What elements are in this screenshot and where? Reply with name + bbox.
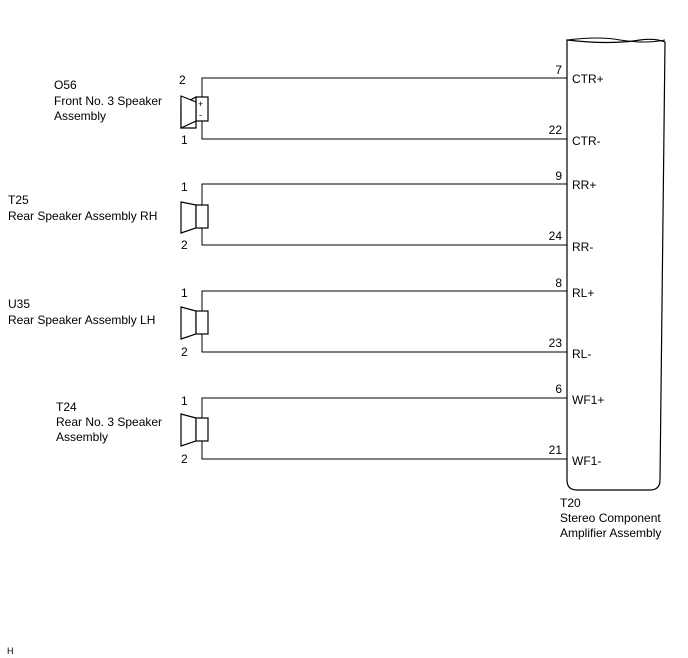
terminal-pin: 9 — [555, 169, 562, 183]
speaker-bottom-pin: 2 — [181, 345, 188, 359]
polarity-minus: - — [199, 110, 202, 120]
terminal-label: RR- — [572, 240, 593, 254]
terminal-label: CTR- — [572, 134, 601, 148]
terminal-pin: 22 — [549, 123, 563, 137]
speaker-top-pin: 1 — [181, 286, 188, 300]
speaker-o56: O56 Front No. 3 Speaker Assembly 2 1 + - — [54, 73, 567, 147]
terminal-label: RL+ — [572, 286, 594, 300]
terminal-pin: 6 — [555, 382, 562, 396]
wire-wf1-plus — [201, 397, 567, 418]
speaker-icon — [180, 95, 209, 129]
polarity-plus: + — [198, 99, 203, 109]
amplifier-name-line: Amplifier Assembly — [560, 526, 661, 540]
speaker-name-line: Front No. 3 Speaker — [54, 94, 162, 108]
terminal-label: WF1- — [572, 454, 601, 468]
speaker-bottom-pin: 1 — [181, 133, 188, 147]
speaker-name-line: Rear No. 3 Speaker — [56, 415, 162, 429]
terminal-pin: 23 — [549, 336, 563, 350]
wire-rr-minus — [201, 228, 567, 246]
terminal-label: RL- — [572, 347, 591, 361]
speaker-name-line: Rear Speaker Assembly LH — [8, 313, 155, 327]
speaker-top-pin: 1 — [181, 180, 188, 194]
speaker-bottom-pin: 2 — [181, 238, 188, 252]
wire-rl-plus — [201, 290, 567, 311]
wire-ctr-plus — [201, 77, 567, 97]
terminal-pin: 24 — [549, 229, 563, 243]
terminal-pin: 21 — [549, 443, 563, 457]
amplifier-break-line — [566, 37, 666, 43]
speaker-code: U35 — [8, 297, 30, 311]
speaker-t24: T24 Rear No. 3 Speaker Assembly 1 2 — [56, 394, 567, 466]
speaker-name-line: Rear Speaker Assembly RH — [8, 209, 157, 223]
speaker-top-pin: 1 — [181, 394, 188, 408]
speaker-name-line: Assembly — [56, 430, 108, 444]
terminal-pin: 7 — [555, 63, 562, 77]
terminal-label: WF1+ — [572, 393, 604, 407]
speaker-code: T25 — [8, 193, 29, 207]
terminal-label: CTR+ — [572, 72, 604, 86]
wire-rr-plus — [201, 183, 567, 205]
speaker-icon — [180, 413, 209, 447]
terminal-label: RR+ — [572, 178, 596, 192]
speaker-top-pin: 2 — [179, 73, 186, 87]
amplifier-name-line: Stereo Component — [560, 511, 661, 525]
speaker-u35: U35 Rear Speaker Assembly LH 1 2 — [8, 286, 567, 359]
speaker-icon — [180, 201, 209, 234]
wire-wf1-minus — [201, 441, 567, 460]
amplifier-box — [566, 38, 666, 491]
terminal-pin: 8 — [555, 276, 562, 290]
speaker-t25: T25 Rear Speaker Assembly RH 1 2 — [8, 180, 567, 252]
wire-rl-minus — [201, 334, 567, 353]
speaker-code: O56 — [54, 78, 77, 92]
wire-ctr-minus — [201, 121, 567, 140]
speaker-bottom-pin: 2 — [181, 452, 188, 466]
corner-mark: H — [7, 646, 14, 656]
amplifier-code: T20 — [560, 496, 581, 510]
speaker-icon — [180, 306, 209, 340]
speaker-name-line: Assembly — [54, 109, 106, 123]
speaker-code: T24 — [56, 400, 77, 414]
